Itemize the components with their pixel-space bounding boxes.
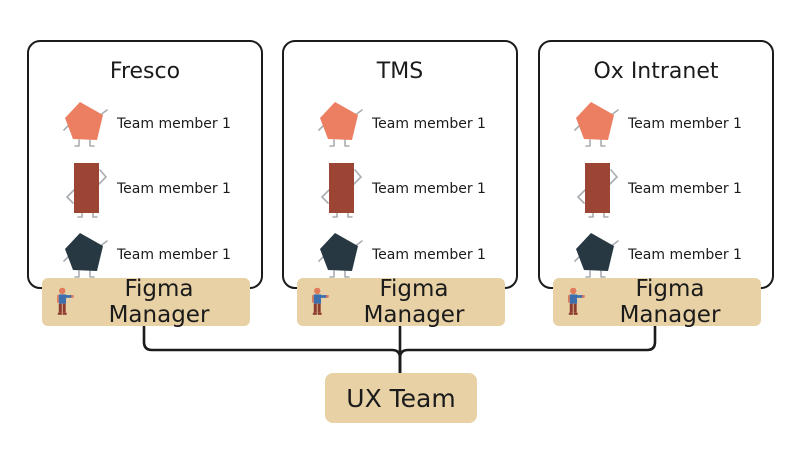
member-row: Team member 1 — [63, 231, 231, 279]
team-title: Fresco — [109, 59, 181, 84]
team-card-ox-intranet: Ox Intranet Team member 1 — [538, 40, 774, 328]
member-row: Team member 1 — [63, 100, 231, 148]
team-title: Ox Intranet — [593, 59, 719, 84]
member-row: Team member 1 — [63, 160, 231, 218]
member-label: Team member 1 — [628, 116, 742, 132]
manager-label: Figma Manager — [108, 276, 210, 328]
rectangle-character-icon — [318, 160, 364, 218]
manager-person-icon — [56, 282, 74, 322]
team-card-fresco: Fresco Team member 1 — [27, 40, 263, 328]
ux-team-box: UX Team — [325, 373, 477, 423]
member-label: Team member 1 — [117, 116, 231, 132]
member-row: Team member 1 — [574, 160, 742, 218]
member-label: Team member 1 — [372, 247, 486, 263]
pentagon-character-icon — [574, 231, 620, 279]
rectangle-character-icon — [574, 160, 620, 218]
member-row: Team member 1 — [318, 160, 486, 218]
member-row: Team member 1 — [574, 231, 742, 279]
manager-box: Figma Manager — [553, 276, 761, 328]
pentagon-character-icon — [574, 100, 620, 148]
manager-label: Figma Manager — [619, 276, 721, 328]
member-label: Team member 1 — [372, 116, 486, 132]
ux-team-label: UX Team — [346, 383, 456, 413]
pentagon-character-icon — [63, 231, 109, 279]
pentagon-character-icon — [318, 231, 364, 279]
member-label: Team member 1 — [117, 181, 231, 197]
manager-person-icon — [567, 282, 585, 322]
team-card-tms: TMS Team member 1 — [282, 40, 518, 328]
member-label: Team member 1 — [628, 181, 742, 197]
member-row: Team member 1 — [574, 100, 742, 148]
member-label: Team member 1 — [372, 181, 486, 197]
pentagon-character-icon — [63, 100, 109, 148]
member-row: Team member 1 — [318, 231, 486, 279]
manager-box: Figma Manager — [297, 276, 505, 328]
member-label: Team member 1 — [117, 247, 231, 263]
member-label: Team member 1 — [628, 247, 742, 263]
manager-person-icon — [311, 282, 329, 322]
manager-box: Figma Manager — [42, 276, 250, 328]
member-row: Team member 1 — [318, 100, 486, 148]
manager-label: Figma Manager — [363, 276, 465, 328]
team-title: TMS — [376, 59, 424, 84]
rectangle-character-icon — [63, 160, 109, 218]
pentagon-character-icon — [318, 100, 364, 148]
